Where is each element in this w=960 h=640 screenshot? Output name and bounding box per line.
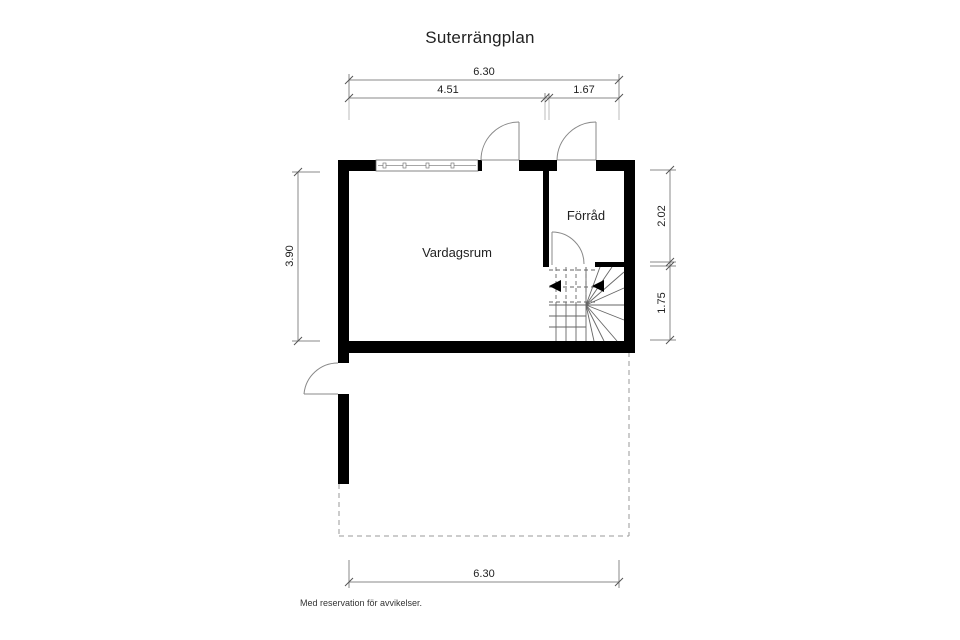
dim-left-height: 3.90 bbox=[284, 245, 296, 266]
dim-right-lower: 1.75 bbox=[656, 292, 668, 313]
room-label-vardagsrum: Vardagsrum bbox=[422, 245, 492, 260]
dim-top-total: 6.30 bbox=[473, 66, 494, 78]
stairs bbox=[549, 266, 625, 342]
dim-top-right: 1.67 bbox=[573, 84, 594, 96]
room-label-forrad: Förråd bbox=[567, 208, 605, 223]
dim-top-left: 4.51 bbox=[437, 84, 458, 96]
stair-arrows bbox=[549, 280, 604, 292]
walls bbox=[338, 159, 635, 484]
stair-arrow-right-icon bbox=[592, 280, 604, 292]
dim-right-upper: 2.02 bbox=[656, 205, 668, 226]
dimension-lines bbox=[292, 74, 676, 588]
doors bbox=[303, 121, 597, 395]
dashed-outline bbox=[338, 352, 630, 537]
dim-bottom-total: 6.30 bbox=[473, 568, 494, 580]
stair-arrow-left-icon bbox=[549, 280, 561, 292]
plan-title: Suterrängplan bbox=[425, 28, 535, 47]
footer-note: Med reservation för avvikelser. bbox=[300, 598, 423, 608]
